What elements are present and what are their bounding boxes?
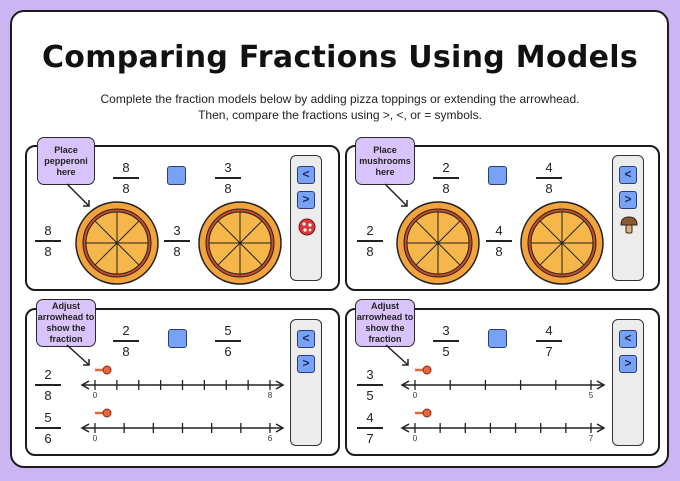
- greater-than-button[interactable]: >: [619, 355, 637, 373]
- left-arrowhead: [400, 423, 410, 433]
- less-than-button[interactable]: <: [297, 330, 315, 348]
- less-than-button[interactable]: <: [619, 330, 637, 348]
- less-than-button[interactable]: <: [297, 166, 315, 184]
- number-line-end-label: 7: [589, 434, 594, 443]
- symbol-tray: [612, 319, 644, 446]
- page-title: Comparing Fractions Using Models: [41, 40, 639, 75]
- pizza-right[interactable]: [197, 200, 283, 286]
- number-line-end-label: 5: [589, 391, 594, 400]
- pizza-right[interactable]: [519, 200, 605, 286]
- greater-than-button[interactable]: >: [297, 355, 315, 373]
- compare-answer-box[interactable]: [488, 166, 507, 185]
- left-arrowhead: [80, 423, 90, 433]
- less-than-button[interactable]: <: [619, 166, 637, 184]
- left-arrowhead: [80, 380, 90, 390]
- adjustable-arrowhead-handle[interactable]: [102, 408, 112, 418]
- callout-pepperoni: Place pepperoni here: [37, 137, 95, 185]
- number-line-start-label: 0: [413, 391, 418, 400]
- number-line-end-label: 6: [268, 434, 273, 443]
- adjustable-arrowhead-handle[interactable]: [102, 365, 112, 375]
- number-line-start-label: 0: [93, 434, 98, 443]
- compare-answer-box[interactable]: [488, 329, 507, 348]
- greater-than-button[interactable]: >: [619, 191, 637, 209]
- adjustable-arrowhead-handle[interactable]: [422, 408, 432, 418]
- number-line-end-label: 8: [268, 391, 273, 400]
- instructions-line-1: Complete the fraction models below by ad…: [100, 92, 580, 106]
- callout-arrow: [66, 183, 90, 207]
- adjustable-arrowhead-handle[interactable]: [422, 365, 432, 375]
- mushroom-icon[interactable]: [619, 215, 639, 235]
- callout-arrow: [66, 344, 90, 366]
- number-line-start-label: 0: [413, 434, 418, 443]
- right-arrowhead: [275, 423, 285, 433]
- instructions-line-2: Then, compare the fractions using >, <, …: [198, 108, 482, 122]
- right-arrowhead: [596, 380, 606, 390]
- callout-arrow: [384, 183, 408, 207]
- callout-mushrooms: Place mushrooms here: [355, 137, 415, 185]
- left-arrowhead: [400, 380, 410, 390]
- callout-adjust-arrowhead: Adjust arrowhead to show the fraction: [355, 299, 415, 347]
- pizza-left[interactable]: [74, 200, 160, 286]
- compare-answer-box[interactable]: [168, 329, 187, 348]
- callout-adjust-arrowhead: Adjust arrowhead to show the fraction: [36, 299, 96, 347]
- right-arrowhead: [275, 380, 285, 390]
- compare-answer-box[interactable]: [167, 166, 186, 185]
- pizza-left[interactable]: [395, 200, 481, 286]
- pepperoni-icon[interactable]: [298, 218, 316, 236]
- number-line-start-label: 0: [93, 391, 98, 400]
- callout-arrow: [385, 344, 409, 366]
- greater-than-button[interactable]: >: [297, 191, 315, 209]
- right-arrowhead: [596, 423, 606, 433]
